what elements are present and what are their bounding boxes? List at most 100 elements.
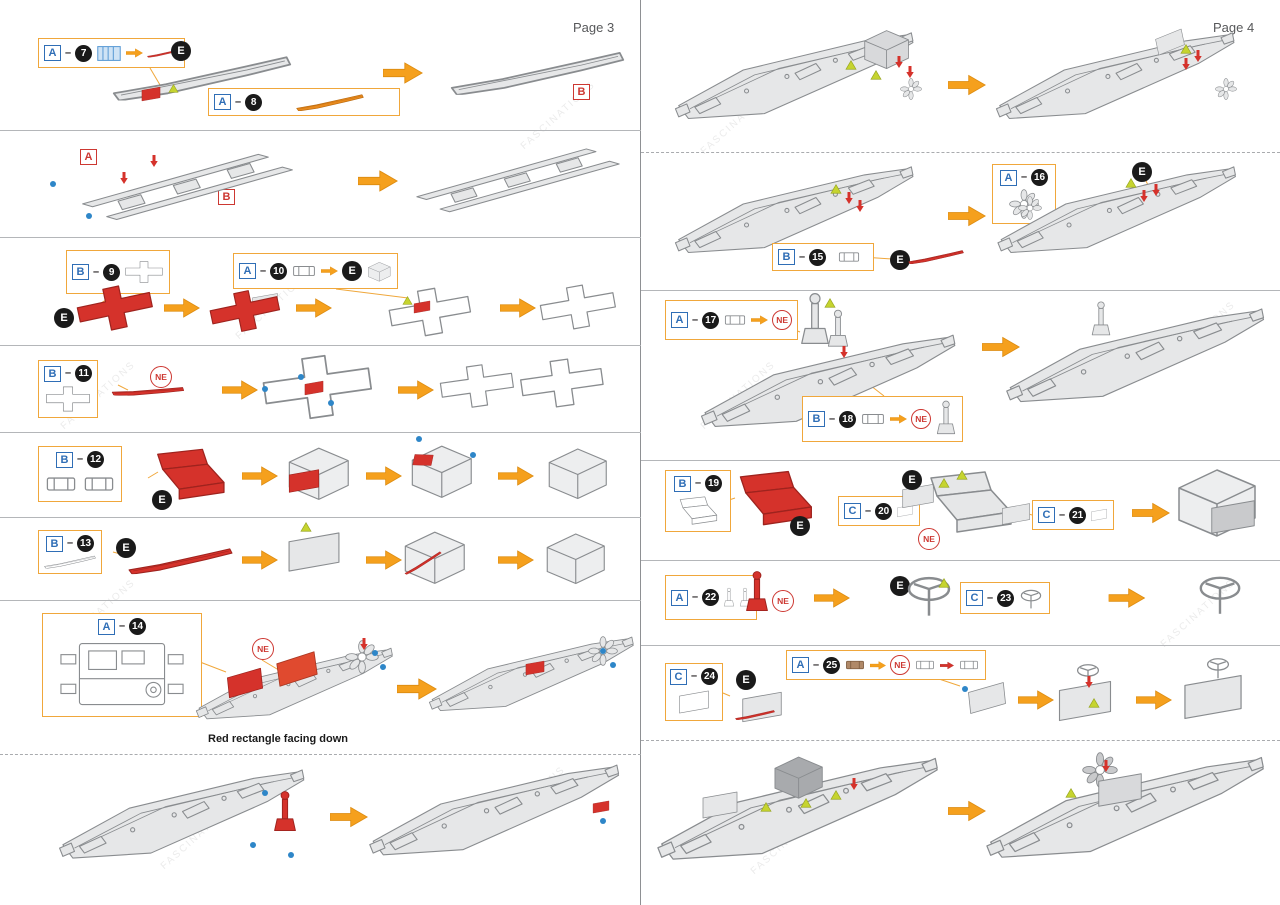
cube-part-sketch [366, 260, 392, 283]
step-number: 17 [702, 311, 720, 329]
dash: – [1020, 171, 1028, 183]
dark-panel-sketch [1095, 770, 1145, 810]
cross-result-sketch [434, 353, 519, 419]
blue-dot-marker [86, 213, 92, 219]
step-25-callout: A – 25 NE [786, 650, 987, 680]
part-letter-tag: B [45, 535, 63, 552]
gray-panel-sketch [1208, 492, 1258, 542]
step-arrow-icon [242, 550, 278, 570]
step-arrow-icon [1018, 690, 1054, 710]
step-number: 13 [77, 535, 95, 552]
step-number: 8 [245, 93, 263, 111]
dash: – [65, 367, 72, 379]
step-arrow-icon [366, 550, 402, 570]
cross-result-sketch [534, 275, 621, 338]
step-number: 22 [702, 589, 720, 606]
red-down-arrow-icon [850, 778, 858, 790]
bracket-part-sketch [830, 248, 868, 266]
pump-part-sketch [1090, 300, 1112, 340]
step-24-callout: C – 24 [665, 663, 723, 721]
bracket-part-sketch [860, 409, 886, 429]
red-part-sketch [110, 369, 186, 413]
row-divider [641, 740, 1280, 741]
dash: – [260, 264, 267, 277]
dash: – [118, 620, 126, 632]
panel-part-sketch [700, 790, 740, 820]
blue-dot-marker [962, 686, 968, 692]
green-triangle-icon [800, 798, 812, 808]
step-14-callout: A – 14 [42, 613, 202, 717]
step-arrow-icon [814, 588, 850, 608]
page3-title: Page 3 [573, 20, 615, 35]
blue-dot-marker [470, 452, 476, 458]
step-number: 7 [75, 44, 93, 62]
step-number: 10 [270, 262, 288, 280]
red-part-sketch [908, 248, 964, 266]
dark-cab-box-sketch [770, 752, 826, 802]
part-e-marker: E [790, 516, 810, 536]
blue-dot-marker [298, 374, 304, 380]
step-number: 18 [839, 410, 857, 428]
red-down-arrow-icon [360, 638, 368, 650]
part-letter-tag: B [778, 249, 795, 265]
dash: – [690, 670, 698, 682]
part-e-marker: E [890, 250, 910, 270]
green-triangle-icon [168, 84, 179, 93]
chassis-topview-sketch [50, 638, 194, 712]
step-19-callout: B – 19 [665, 470, 731, 532]
blue-dot-marker [250, 842, 256, 848]
steering-wheel-result-sketch [1196, 560, 1244, 626]
blue-dot-marker [600, 648, 606, 654]
chassis-result-sketch [356, 760, 634, 870]
row-divider [0, 754, 641, 755]
step-10-callout: A – 10 E [233, 253, 399, 289]
frame-result-sketch [398, 138, 638, 220]
step-arrow-icon [164, 298, 200, 318]
step-22-callout: A – 22 [665, 575, 758, 620]
green-triangle-icon [1065, 788, 1077, 798]
red-post-sketch [744, 566, 770, 620]
part-letter-tag: A [671, 589, 688, 606]
step-15-callout: B – 15 [772, 243, 875, 271]
dash: – [987, 591, 994, 604]
page4-title: Page 4 [1213, 20, 1255, 35]
mini-arrow-icon [321, 266, 338, 276]
mini-arrow-icon [890, 414, 907, 424]
red-down-arrow-icon [845, 192, 853, 204]
step-number: 19 [705, 475, 723, 492]
ne-marker: NE [918, 528, 940, 550]
blue-dot-marker [610, 662, 616, 668]
red-accent-sketch [410, 300, 434, 314]
part-letter-tag: B [808, 411, 825, 427]
dash: – [1059, 508, 1066, 521]
red-down-arrow-icon [150, 155, 158, 167]
step-number: 9 [103, 263, 121, 281]
part-e-marker: E [171, 41, 191, 61]
bracket-part-sketch [82, 471, 116, 497]
fan-part-sketch [900, 78, 922, 100]
part-e-marker: E [342, 261, 363, 281]
red-down-arrow-icon [1182, 58, 1190, 70]
green-triangle-icon [938, 478, 950, 488]
step-arrow-icon [1108, 588, 1146, 608]
step-arrow-icon [222, 380, 258, 400]
red-down-arrow-icon [840, 346, 848, 358]
part-letter-tag: B [72, 264, 89, 280]
step-number: 12 [87, 451, 105, 468]
step-arrow-icon [1136, 690, 1172, 710]
step-number: 20 [875, 502, 893, 520]
part-e-marker: E [1132, 162, 1152, 182]
blue-dot-marker [262, 386, 268, 392]
green-triangle-icon [1180, 44, 1192, 54]
chassis-result-sketch [1005, 298, 1267, 423]
red-down-arrow-icon [1152, 184, 1160, 196]
part-letter-tag: A [97, 618, 115, 635]
floor-part-sketch [677, 688, 711, 716]
dash: – [865, 504, 872, 517]
part-b-label: B [573, 84, 590, 100]
row-divider [0, 130, 641, 131]
dash: – [692, 313, 699, 326]
step-number: 11 [75, 365, 93, 382]
bracket-part-sketch [914, 657, 936, 673]
